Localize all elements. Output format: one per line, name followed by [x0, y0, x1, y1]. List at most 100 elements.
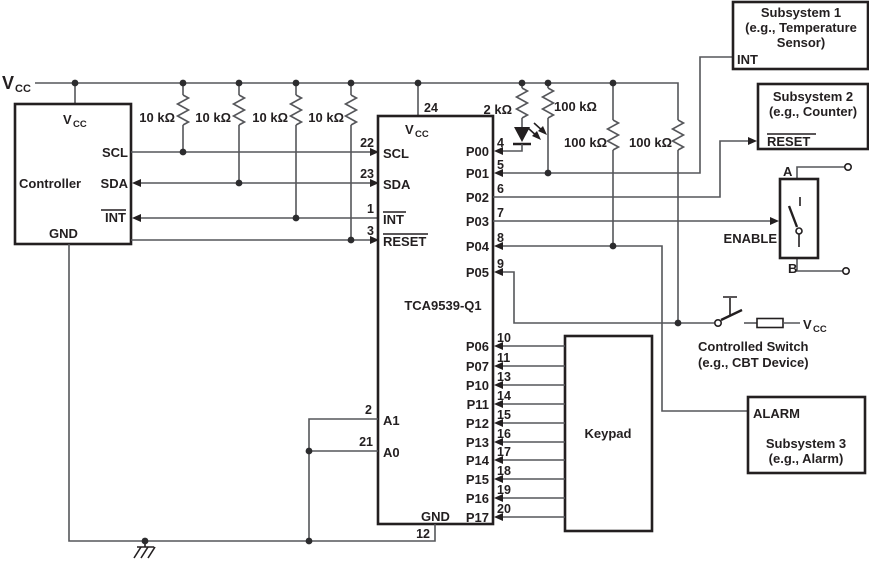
subsystem2-block: Subsystem 2 (e.g., Counter) RESET	[756, 82, 869, 151]
expander-vcc-label-sub: CC	[415, 129, 429, 140]
r100c-resistor-icon	[671, 119, 685, 151]
junction-dot	[674, 319, 682, 327]
r1-value: 10 kΩ	[139, 110, 175, 125]
expander-reset-pin: RESET	[383, 234, 426, 249]
expander-scl-num: 22	[360, 136, 374, 150]
pin-p13: P13	[466, 435, 489, 450]
expander-vcc-num: 24	[424, 101, 438, 115]
vcc-rail-label-sub: CC	[15, 83, 31, 95]
junction-dot	[71, 79, 79, 87]
pin-p11: P11	[467, 397, 489, 412]
subsystem2-title: Subsystem 2	[773, 89, 853, 104]
switch-vcc-label: V	[803, 317, 812, 332]
expander-box	[376, 114, 495, 526]
expander-gnd-num: 12	[416, 527, 430, 541]
p14-arrow-icon	[494, 456, 503, 464]
pin-p05-num: 9	[497, 257, 504, 271]
keypad-wires	[494, 342, 565, 521]
expander-a0-num: 21	[359, 435, 373, 449]
enable-label: ENABLE	[724, 231, 778, 246]
junction-dot	[292, 79, 300, 87]
controlled-switch-caption-2: (e.g., CBT Device)	[698, 355, 809, 370]
expander-gnd-pin: GND	[421, 509, 450, 524]
r2-resistor-icon	[232, 94, 246, 126]
pin-p16-num: 19	[497, 483, 511, 497]
pin-p12-num: 15	[497, 408, 511, 422]
switch-contact-icon	[713, 318, 722, 327]
r4-value: 10 kΩ	[308, 110, 344, 125]
p06-arrow-icon	[494, 342, 503, 350]
subsystem3-subtitle: (e.g., Alarm)	[769, 451, 844, 466]
pin-p04: P04	[466, 239, 490, 254]
expander-int-pin: INT	[383, 212, 404, 227]
junction-dot	[141, 537, 149, 545]
subsystem2-subtitle: (e.g., Counter)	[769, 104, 857, 119]
junction-dot	[518, 79, 526, 87]
expander-block: 24 V CC TCA9539-Q1 SCL 22 SDA 23 INT 1 R…	[359, 83, 511, 541]
terminal-a-wire	[796, 166, 845, 179]
int-arrow-icon	[132, 214, 141, 222]
subsystem1-block: Subsystem 1 (e.g., Temperature Sensor) I…	[731, 0, 869, 71]
junction-dot	[347, 236, 355, 244]
p05-wire	[502, 271, 714, 324]
junction-dot	[544, 79, 552, 87]
pin-p15: P15	[466, 472, 489, 487]
controller-scl-pin: SCL	[102, 145, 128, 160]
expander-scl-pin: SCL	[383, 146, 409, 161]
vcc-rail-wire	[35, 82, 679, 120]
p07-arrow-icon	[494, 362, 503, 370]
led-branch: 2 kΩ	[484, 83, 547, 155]
pin-p10: P10	[466, 378, 489, 393]
led-series-resistor-icon	[515, 87, 529, 119]
p03-arrow-icon	[770, 217, 779, 225]
pin-p02-num: 6	[497, 182, 504, 196]
junction-dot	[305, 447, 313, 455]
a0-a1-wire	[308, 418, 378, 541]
pin-p05: P05	[466, 265, 489, 280]
pin-p12: P12	[466, 416, 489, 431]
junction-dot	[544, 169, 552, 177]
ground-symbol-hatch	[133, 546, 156, 559]
pin-p07: P07	[466, 359, 489, 374]
keypad-title: Keypad	[585, 426, 632, 441]
p16-arrow-icon	[494, 494, 503, 502]
pin-p07-num: 11	[497, 351, 510, 365]
expander-sda-pin: SDA	[383, 177, 411, 192]
subsystem1-subtitle-1: (e.g., Temperature	[745, 20, 857, 35]
junction-dot	[235, 79, 243, 87]
expander-sda-num: 23	[360, 167, 374, 181]
p10-arrow-icon	[494, 381, 503, 389]
controller-int-pin: INT	[105, 210, 126, 225]
p04-arrow-icon	[494, 242, 503, 250]
enable-switch-block: A B ENABLE	[724, 163, 852, 276]
junction-dot	[609, 79, 617, 87]
keypad-block: Keypad	[494, 334, 654, 533]
r100a-resistor-icon	[541, 87, 555, 119]
pin-p03: P03	[466, 214, 489, 229]
switch-control-icon	[723, 296, 737, 316]
pin-p16: P16	[466, 491, 489, 506]
scl-arrow-icon	[370, 148, 379, 156]
junction-dots	[71, 79, 682, 545]
terminal-b-contact-icon	[841, 266, 850, 275]
junction-dot	[609, 242, 617, 250]
subsystem1-box	[731, 0, 869, 71]
p13-arrow-icon	[494, 438, 503, 446]
junction-dot	[179, 79, 187, 87]
p04-wire	[502, 245, 748, 412]
p01-wire	[502, 56, 732, 174]
p05-arrow-icon	[494, 268, 503, 276]
port-pullup-resistors: 100 kΩ 100 kΩ 100 kΩ	[541, 83, 685, 323]
vcc-rail: V CC	[2, 73, 679, 120]
subsystem3-alarm-pin: ALARM	[753, 406, 800, 421]
expander-reset-num: 3	[367, 224, 374, 238]
controller-sda-pin: SDA	[101, 176, 129, 191]
pin-p17-num: 20	[497, 502, 511, 516]
reset-arrow-icon	[370, 236, 379, 244]
terminal-a-label: A	[783, 164, 793, 179]
r3-value: 10 kΩ	[252, 110, 288, 125]
subsystem1-subtitle-2: Sensor)	[777, 35, 825, 50]
led-emission-arrowhead-1	[532, 131, 541, 140]
expander-a1-num: 2	[365, 403, 372, 417]
